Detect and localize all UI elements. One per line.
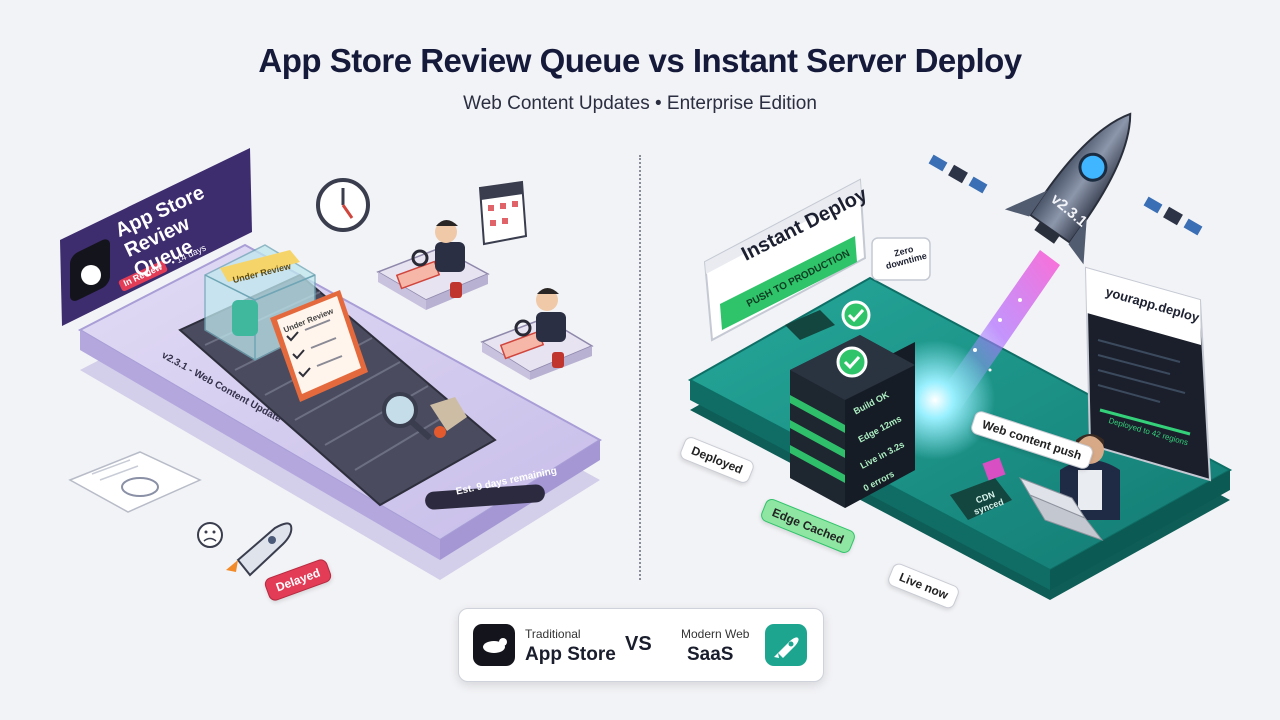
legend-vs: VS [625, 633, 652, 655]
sad-face-icon [197, 522, 223, 548]
app-store-banner [60, 148, 252, 326]
stained-paper [68, 451, 202, 513]
calendar-icon [478, 180, 528, 246]
legend-right-small: Modern Web [681, 627, 750, 641]
satellite-icon-1 [928, 154, 988, 194]
magnifier-on-belt [382, 392, 467, 441]
comparison-legend: Traditional App Store VS Modern Web SaaS [458, 608, 824, 682]
satellite-icon-2 [1143, 196, 1203, 236]
terminal-window [1084, 266, 1212, 482]
grounded-rocket-icon [226, 522, 293, 577]
mini-server-tile [785, 310, 835, 340]
clock-icon [316, 178, 370, 232]
instant-deploy-card [703, 178, 931, 342]
saas-rocket-icon [765, 624, 807, 666]
review-checklist-card [270, 290, 368, 402]
app-store-icon [473, 624, 515, 666]
rocket-icon [1004, 112, 1132, 265]
legend-left-small: Traditional [525, 627, 581, 641]
legend-right-big: SaaS [687, 644, 734, 665]
reviewer-desk-1 [376, 220, 490, 310]
cdn-tile [950, 457, 1012, 520]
legend-left-big: App Store [525, 644, 616, 665]
page-subtitle: Web Content Updates • Enterprise Edition [463, 93, 817, 114]
reviewer-desk-2 [480, 288, 594, 380]
center-divider [639, 155, 641, 580]
page-title: App Store Review Queue vs Instant Server… [258, 42, 1022, 79]
server-rack [790, 300, 915, 508]
